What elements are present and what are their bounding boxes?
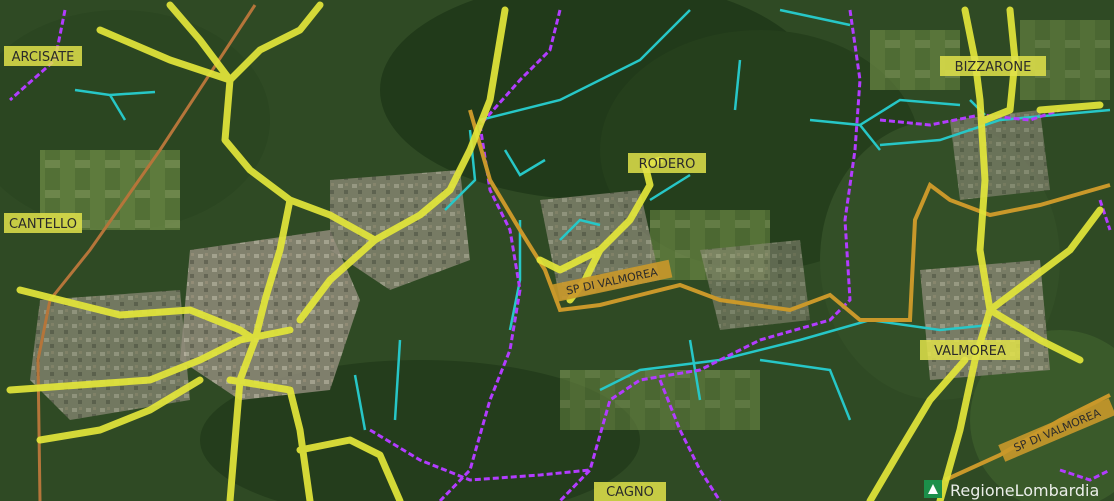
label-cantello: CANTELLO [4,213,82,233]
label-arcisate: ARCISATE [4,46,82,66]
label-cagno: CAGNO [594,482,666,501]
label-bizzarone: BIZZARONE [940,56,1046,76]
svg-text:RegioneLombardia: RegioneLombardia [950,481,1099,500]
svg-text:CANTELLO: CANTELLO [9,217,77,232]
label-valmorea: VALMOREA [920,340,1020,360]
streams-layer [74,8,1111,431]
svg-text:BIZZARONE: BIZZARONE [955,60,1032,75]
main-roads [6,1,1104,501]
place-labels: ARCISATE CANTELLO RODERO BIZZARONE VALMO… [4,46,1046,501]
rail-line [36,4,257,501]
svg-text:RODERO: RODERO [639,157,696,172]
svg-text:ARCISATE: ARCISATE [12,50,75,65]
label-rodero: RODERO [628,153,706,173]
svg-text:CAGNO: CAGNO [606,485,654,500]
regione-lombardia-logo: RegioneLombardia [924,480,1099,500]
svg-text:VALMOREA: VALMOREA [934,344,1006,359]
